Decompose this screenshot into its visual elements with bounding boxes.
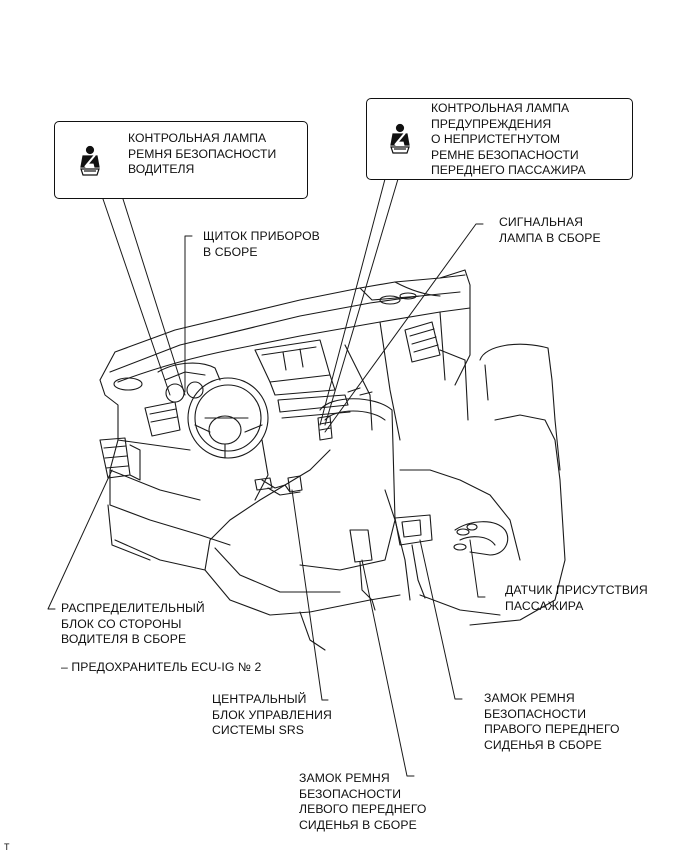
label-line: ВОДИТЕЛЯ В СБОРЕ	[61, 632, 187, 646]
label-line: ПРАВОГО ПЕРЕДНЕГО	[484, 722, 620, 736]
leader-lines	[47, 178, 486, 777]
corner-mark: T	[4, 842, 10, 852]
label-left-buckle: ЗАМОК РЕМНЯ БЕЗОПАСНОСТИ ЛЕВОГО ПЕРЕДНЕГ…	[299, 771, 426, 833]
label-line: СИСТЕМЫ SRS	[212, 723, 305, 737]
label-srs-unit: ЦЕНТРАЛЬНЫЙ БЛОК УПРАВЛЕНИЯ СИСТЕМЫ SRS	[212, 692, 332, 739]
label-line: БЕЗОПАСНОСТИ	[299, 786, 402, 801]
srs-unit-part	[254, 475, 303, 493]
label-line: ЗАМОК РЕМНЯ	[299, 771, 390, 785]
label-right-buckle: ЗАМОК РЕМНЯ БЕЗОПАСНОСТИ ПРАВОГО ПЕРЕДНЕ…	[484, 691, 620, 753]
seatbelt-warning-icon	[80, 145, 100, 176]
driver-seat	[204, 398, 401, 651]
callout-passenger-seatbelt-lamp: КОНТРОЛЬНАЯ ЛАМПА ПРЕДУПРЕЖДЕНИЯ О НЕПРИ…	[366, 98, 633, 180]
label-line: СИГНАЛЬНАЯ	[499, 215, 584, 229]
callout-line: ПЕРЕДНЕГО ПАССАЖИРА	[431, 163, 586, 177]
steering-wheel	[187, 377, 301, 501]
callout-line: ПРЕДУПРЕЖДЕНИЯ	[431, 116, 552, 131]
label-fuse-ecu-ig2: – ПРЕДОХРАНИТЕЛЬ ECU-IG № 2	[61, 660, 261, 676]
label-line: ЦЕНТРАЛЬНЫЙ	[212, 692, 307, 706]
callout-line: ВОДИТЕЛЯ	[128, 162, 195, 176]
callout-line: О НЕПРИСТЕГНУТОМ	[431, 132, 561, 146]
seatbelt-warning-icon	[390, 123, 410, 154]
label-line: БЕЗОПАСНОСТИ	[484, 706, 587, 721]
label-signal-lamp: СИГНАЛЬНАЯ ЛАМПА В СБОРЕ	[499, 215, 601, 246]
callout-line: РЕМНЕ БЕЗОПАСНОСТИ	[431, 147, 579, 162]
label-line: – ПРЕДОХРАНИТЕЛЬ ECU-IG № 2	[61, 660, 262, 674]
label-line: СИДЕНЬЯ В СБОРЕ	[484, 737, 602, 752]
label-line: ПАССАЖИРА	[505, 598, 584, 613]
label-line: РАСПРЕДЕЛИТЕЛЬНЫЙ	[61, 601, 205, 615]
callout-line: КОНТРОЛЬНАЯ ЛАМПА	[431, 101, 570, 115]
label-line: ЛЕВОГО ПЕРЕДНЕГО	[299, 802, 427, 816]
passenger-seat	[384, 343, 566, 626]
label-combination-meter: ЩИТОК ПРИБОРОВ В СБОРЕ	[203, 229, 320, 260]
dashboard-outline	[99, 269, 471, 571]
label-line: СИДЕНЬЯ В СБОРЕ	[299, 817, 417, 832]
callout-line: КОНТРОЛЬНАЯ ЛАМПА	[128, 131, 267, 145]
label-line: ЗАМОК РЕМНЯ	[484, 691, 575, 705]
label-junction-block: РАСПРЕДЕЛИТЕЛЬНЫЙ БЛОК СО СТОРОНЫ ВОДИТЕ…	[61, 601, 205, 648]
label-line: ЩИТОК ПРИБОРОВ	[203, 229, 320, 243]
label-occupant-sensor: ДАТЧИК ПРИСУТСТВИЯ ПАССАЖИРА	[505, 583, 648, 614]
callout-driver-seatbelt-lamp: КОНТРОЛЬНАЯ ЛАМПА РЕМНЯ БЕЗОПАСНОСТИ ВОД…	[54, 121, 308, 199]
label-line: БЛОК УПРАВЛЕНИЯ	[212, 707, 332, 722]
label-line: БЛОК СО СТОРОНЫ	[61, 616, 182, 631]
label-line: ДАТЧИК ПРИСУТСТВИЯ	[505, 583, 648, 597]
label-line: ЛАМПА В СБОРЕ	[499, 230, 601, 245]
label-line: В СБОРЕ	[203, 244, 258, 259]
callout-line: РЕМНЯ БЕЗОПАСНОСТИ	[128, 146, 277, 161]
